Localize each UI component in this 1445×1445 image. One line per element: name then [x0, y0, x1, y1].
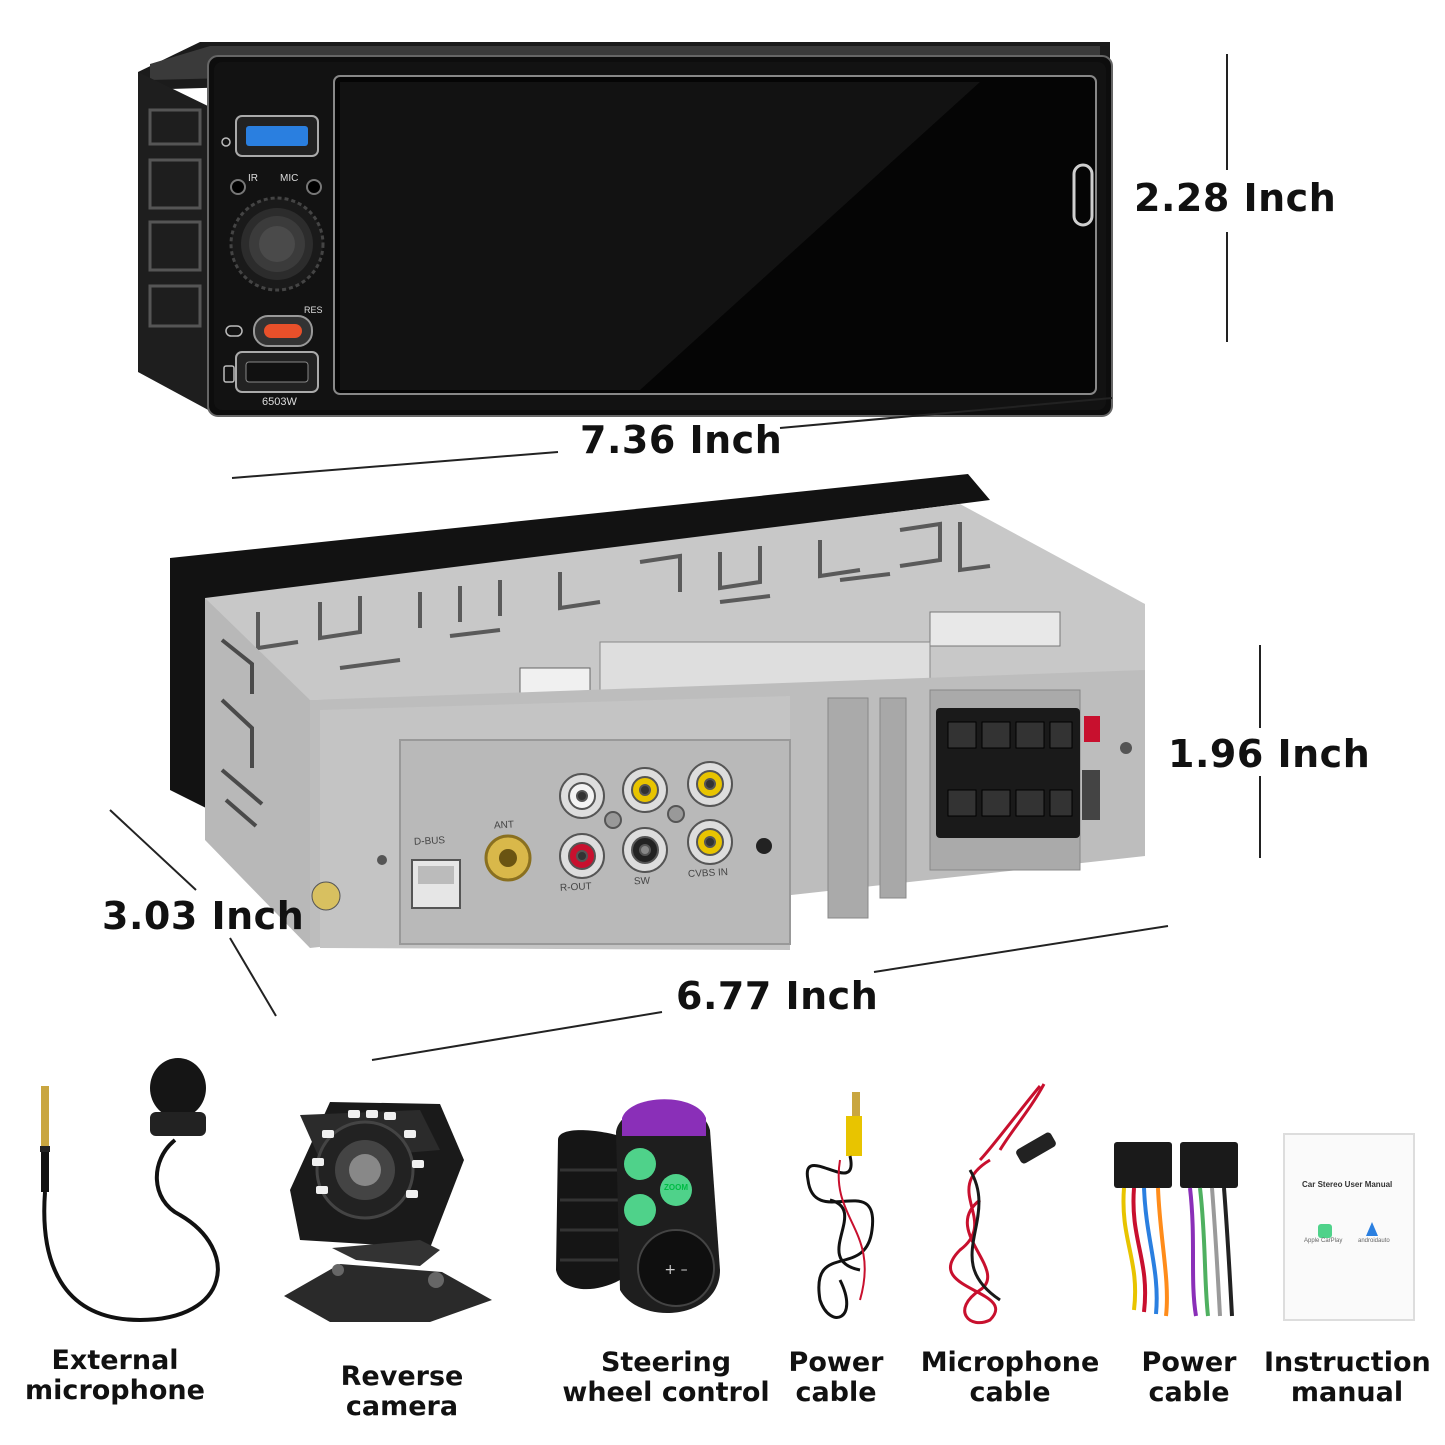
accessory-label-rca-power-cable: Power cable: [788, 1347, 884, 1408]
accessory-label-iso-power-cable: Power cable: [1141, 1347, 1237, 1408]
front-height-dimension: 2.28 Inch: [1134, 176, 1337, 220]
rear-width-dimension: 6.77 Inch: [676, 974, 879, 1018]
manual-title: Car Stereo User Manual: [1302, 1180, 1393, 1189]
svg-text:+ –: + –: [664, 1262, 687, 1278]
iso-power-cable-image: [1114, 1142, 1238, 1317]
remote-zoom-label: ZOOM: [664, 1183, 688, 1192]
reverse-camera-image: [284, 1102, 492, 1322]
ir-label: IR: [248, 173, 258, 184]
res-label: RES: [304, 305, 323, 315]
instruction-manual-image: [1283, 1133, 1415, 1321]
depth-dimension: 3.03 Inch: [102, 894, 305, 938]
manual-android-label: androidauto: [1358, 1238, 1390, 1244]
external-microphone-image: [40, 1058, 220, 1323]
model-label: 6503W: [262, 396, 297, 408]
microphone-cable-image: [949, 1083, 1056, 1325]
accessory-label-instruction-manual: Instruction manual: [1264, 1347, 1431, 1408]
front-width-dimension: 7.36 Inch: [580, 418, 783, 462]
accessory-label-external-microphone: External microphone: [25, 1345, 205, 1406]
accessory-label-reverse-camera: Reverse camera: [340, 1361, 464, 1422]
accessory-label-microphone-cable: Microphone cable: [920, 1347, 1100, 1408]
manual-carplay-label: Apple CarPlay: [1304, 1238, 1343, 1244]
accessory-label-steering-wheel-control: Steering wheel control: [562, 1347, 770, 1408]
steering-wheel-control-image: + –: [556, 1099, 720, 1313]
rear-height-dimension: 1.96 Inch: [1168, 732, 1371, 776]
rca-power-cable-image: [805, 1092, 875, 1319]
mic-label: MIC: [280, 173, 299, 184]
